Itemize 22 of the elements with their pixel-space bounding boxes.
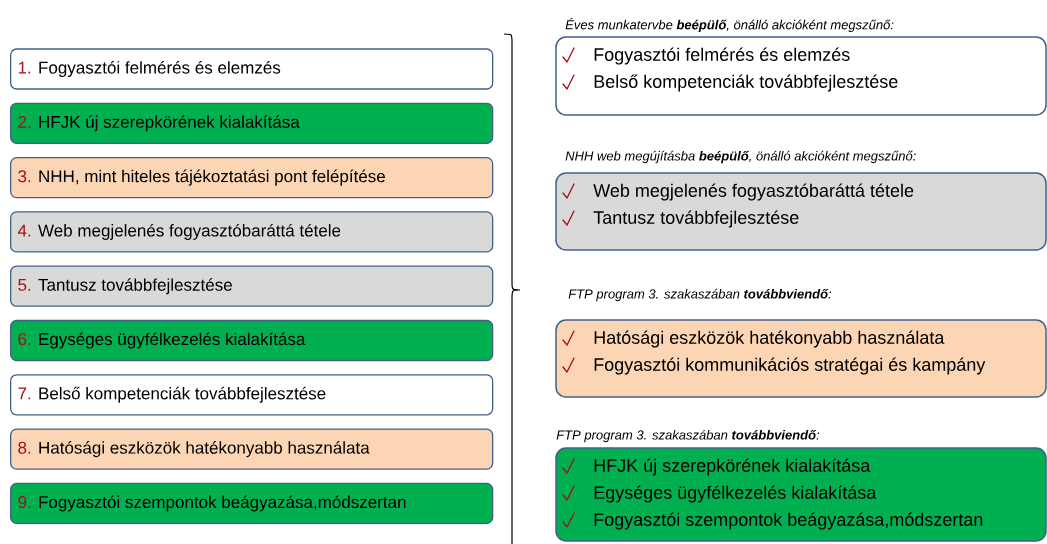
list-item: Fogyasztói kommunikációs stratégai és kampány <box>594 357 986 375</box>
task-box: 8. Hatósági eszközök hatékonyabb használata <box>10 428 494 470</box>
list-item: Fogyasztói szempontok beágyazása,módszertan <box>594 512 983 530</box>
task-box: 2. HFJK új szerepkörének kialakítása <box>10 102 494 144</box>
task-box: 1. Fogyasztói felmérés és elemzés <box>10 48 494 90</box>
heading-text: FTP program 3. szakaszában továbbviendő: <box>556 429 820 443</box>
heading-text: NHH web megújításba beépülő, önálló akcióként megszűnő: <box>565 150 916 164</box>
list-item: Egységes ügyfélkezelés kialakítása <box>594 485 877 503</box>
list-item: Web megjelenés fogyasztóbaráttá tétele <box>593 183 914 201</box>
heading-text: FTP program 3. szakaszában továbbviendő: <box>568 288 832 302</box>
task-box: 9. Fogyasztói szempontok beágyazása,módszertan <box>10 482 494 525</box>
list-item: Hatósági eszközök hatékonyabb használata <box>594 330 945 348</box>
list-item: Fogyasztói felmérés és elemzés <box>594 47 850 65</box>
task-box: 3. NHH, mint hiteles tájékoztatási pont felépítése <box>10 156 494 199</box>
list-item: HFJK új szerepkörének kialakítása <box>594 458 871 476</box>
task-box: 4. Web megjelenés fogyasztóbaráttá tétele <box>10 211 494 253</box>
heading-text: Éves munkatervbe beépülő, önálló akcióként megszűnő: <box>565 18 894 32</box>
list-item: Belső kompetenciák továbbfejlesztése <box>594 74 898 92</box>
task-box: 7. Belső kompetenciák továbbfejlesztése <box>10 374 494 416</box>
list-item: Tantusz továbbfejlesztése <box>593 210 799 228</box>
task-box: 5. Tantusz továbbfejlesztése <box>10 265 494 307</box>
task-box: 6. Egységes ügyfélkezelés kialakítása <box>10 319 494 362</box>
